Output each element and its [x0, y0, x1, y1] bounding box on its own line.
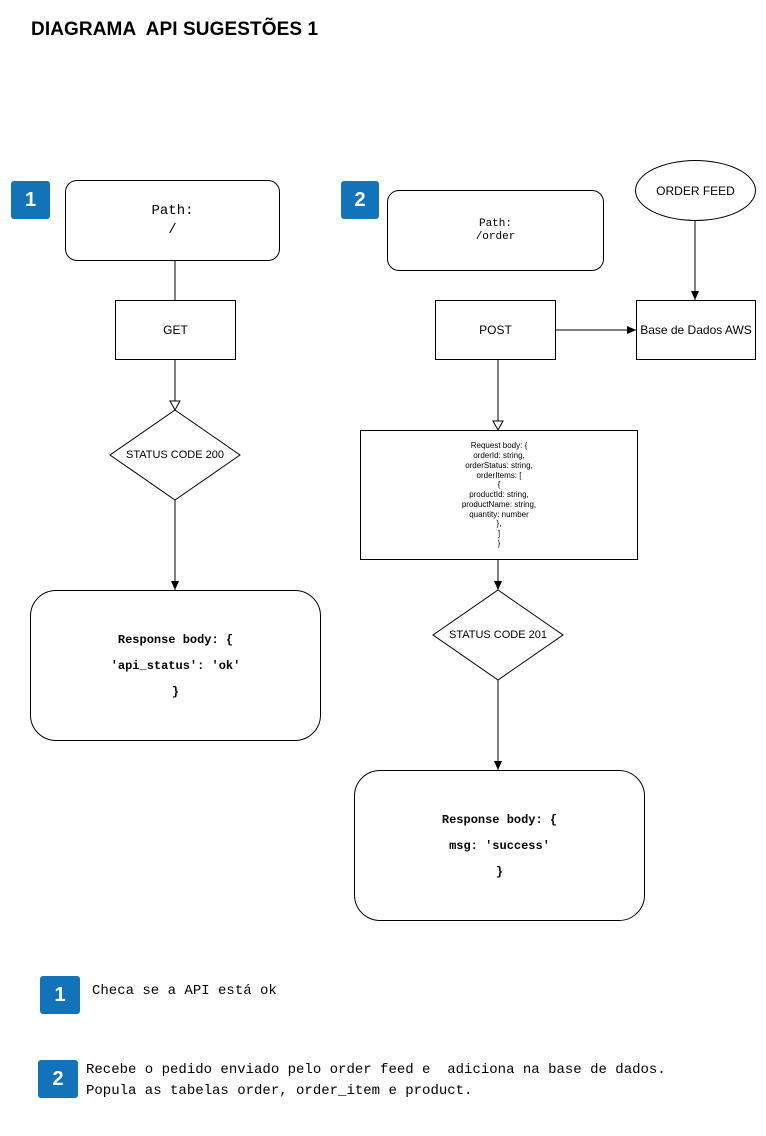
response-line: Response body: { [117, 632, 234, 647]
request-line: } [497, 539, 501, 549]
response-line: Response body: { [441, 812, 558, 827]
path-label: Path: [151, 202, 194, 219]
response-box-2: Response body: { msg: 'success' } [354, 770, 645, 921]
order-feed-label: ORDER FEED [656, 183, 735, 198]
database-label: Base de Dados AWS [640, 323, 752, 337]
request-line: quantity: number [469, 509, 529, 519]
request-body-box: Request body: { orderId: string, orderSt… [360, 430, 638, 560]
database-box: Base de Dados AWS [636, 300, 756, 360]
path-box-1: Path: / [65, 180, 280, 261]
path-value: /order [475, 230, 516, 243]
response-line: 'api_status': 'ok' [110, 658, 241, 673]
request-line: orderItems: [ [476, 470, 522, 480]
legend-note-1: Checa se a API está ok [92, 983, 277, 999]
request-line: orderStatus: string, [465, 460, 533, 470]
get-method-box: GET [115, 300, 236, 360]
path-box-2: Path: /order [387, 190, 604, 271]
legend-note-2-line2: Popula as tabelas order, order_item e pr… [86, 1083, 473, 1099]
response-line: } [495, 864, 504, 879]
response-line: msg: 'success' [449, 838, 550, 853]
post-method-box: POST [435, 300, 556, 360]
path-value: / [168, 221, 177, 238]
get-method-label: GET [163, 323, 188, 337]
request-line: Request body: { [470, 441, 528, 451]
request-line: productName: string, [461, 499, 537, 509]
legend-badge-1: 1 [40, 976, 80, 1014]
status200-label: STATUS CODE 200 [125, 449, 224, 461]
badge-flow-2: 2 [341, 181, 379, 219]
request-line: productId: string, [469, 490, 529, 500]
post-method-label: POST [479, 323, 512, 337]
response-line: } [171, 684, 180, 699]
request-line: ] [497, 529, 501, 539]
page-title: DIAGRAMA API SUGESTÕES 1 [31, 19, 319, 40]
request-line: { [497, 480, 501, 490]
response-box-1: Response body: { 'api_status': 'ok' } [30, 590, 321, 741]
legend-badge-2: 2 [38, 1060, 78, 1098]
badge-flow-1: 1 [11, 181, 50, 219]
request-line: orderId: string, [473, 450, 525, 460]
order-feed-ellipse: ORDER FEED [635, 160, 756, 221]
legend-note-2-line1: Recebe o pedido enviado pelo order feed … [86, 1062, 666, 1078]
request-line: }, [496, 519, 502, 529]
status201-label: STATUS CODE 201 [448, 629, 547, 641]
path-label: Path: [478, 217, 512, 230]
